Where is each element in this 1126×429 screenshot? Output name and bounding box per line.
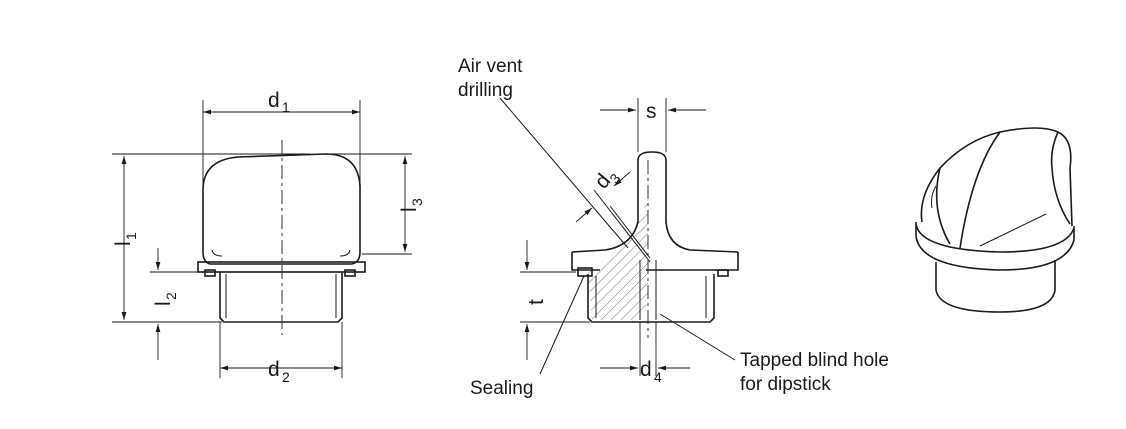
sealing-label: Sealing xyxy=(470,378,533,399)
section-view: s d 3 t d 4 Air vent drilling Sealing Ta… xyxy=(458,56,889,399)
front-flange xyxy=(197,261,366,273)
d3-dimension-line xyxy=(575,207,593,223)
l3-label: l xyxy=(398,207,421,212)
isometric-view xyxy=(915,127,1075,313)
tapped-hole-label-2: for dipstick xyxy=(740,374,831,395)
d2-label: d xyxy=(268,358,280,381)
section-hatch xyxy=(588,198,648,320)
section-stem xyxy=(637,151,739,253)
svg-text:2: 2 xyxy=(282,369,290,385)
air-vent-label-1: Air vent xyxy=(458,56,523,77)
air-vent-leader xyxy=(499,97,629,249)
l2-label: l xyxy=(152,301,175,306)
iso-thread xyxy=(935,260,1056,313)
sealing-ring xyxy=(577,267,593,277)
iso-knob-body xyxy=(920,127,1073,227)
svg-text:1: 1 xyxy=(123,232,139,240)
l1-label: l xyxy=(112,241,135,246)
tapped-hole-label-1: Tapped blind hole xyxy=(740,350,889,371)
section-flange xyxy=(571,252,739,271)
sealing-leader xyxy=(539,275,585,375)
front-cap-inner-edge xyxy=(211,249,223,257)
d1-label: d xyxy=(268,89,280,112)
svg-text:4: 4 xyxy=(654,369,662,385)
front-cap-body xyxy=(202,153,361,265)
iso-collar xyxy=(915,222,1075,271)
d4-label: d xyxy=(640,358,652,381)
svg-text:2: 2 xyxy=(163,292,179,300)
tapped-hole-leader xyxy=(659,313,736,361)
s-label: s xyxy=(646,100,657,123)
front-thread xyxy=(219,272,343,323)
section-thread xyxy=(587,274,715,323)
svg-text:3: 3 xyxy=(409,198,425,206)
air-vent-drilling xyxy=(593,189,651,263)
t-label: t xyxy=(525,299,548,305)
front-view: d 1 d 2 l 1 l 2 l 3 xyxy=(112,89,425,385)
air-vent-label-2: drilling xyxy=(458,80,513,101)
iso-grip-line xyxy=(979,213,1047,247)
svg-text:1: 1 xyxy=(282,99,290,115)
